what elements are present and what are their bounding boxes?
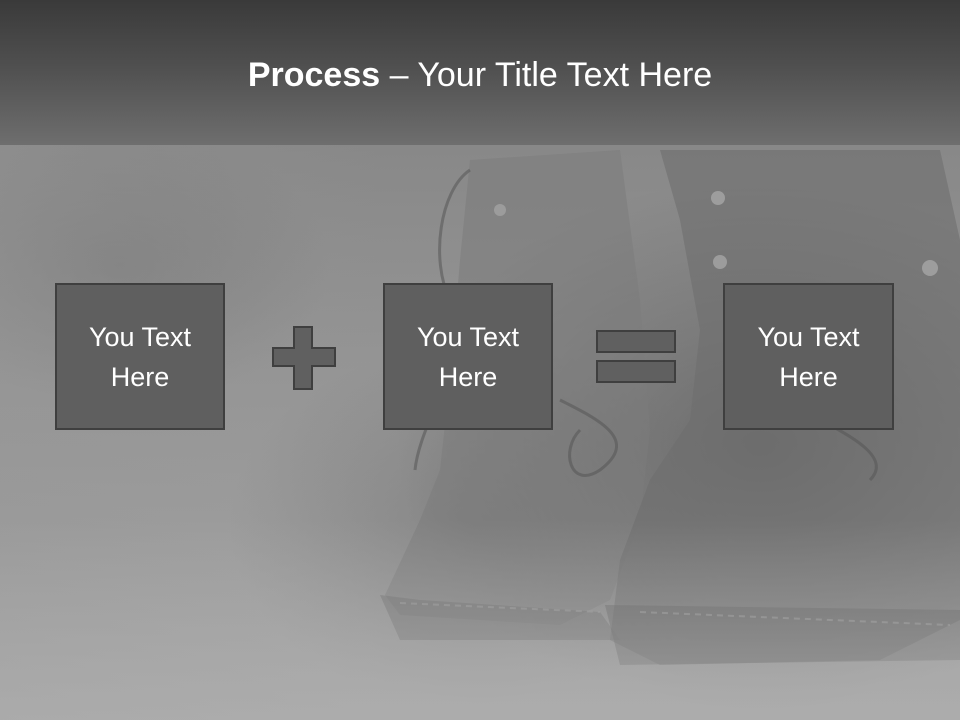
- process-box-1-text: You Text Here: [88, 321, 192, 392]
- background-photo-fade-bottom: [0, 520, 960, 720]
- process-box-2-text: You Text Here: [416, 321, 520, 392]
- title-bold-part: Process: [247, 56, 381, 94]
- process-box-3-text: You Text Here: [757, 321, 860, 392]
- title-rest-part: – Your Title Text Here: [380, 56, 713, 94]
- slide-title: Process – Your Title Text Here: [0, 52, 960, 98]
- process-box-1: You Text Here: [55, 283, 225, 430]
- plus-icon: [272, 326, 336, 390]
- process-box-2: You Text Here: [383, 283, 553, 430]
- process-box-3: You Text Here: [723, 283, 894, 430]
- equals-icon: [596, 330, 676, 383]
- title-bar-background: [0, 0, 960, 145]
